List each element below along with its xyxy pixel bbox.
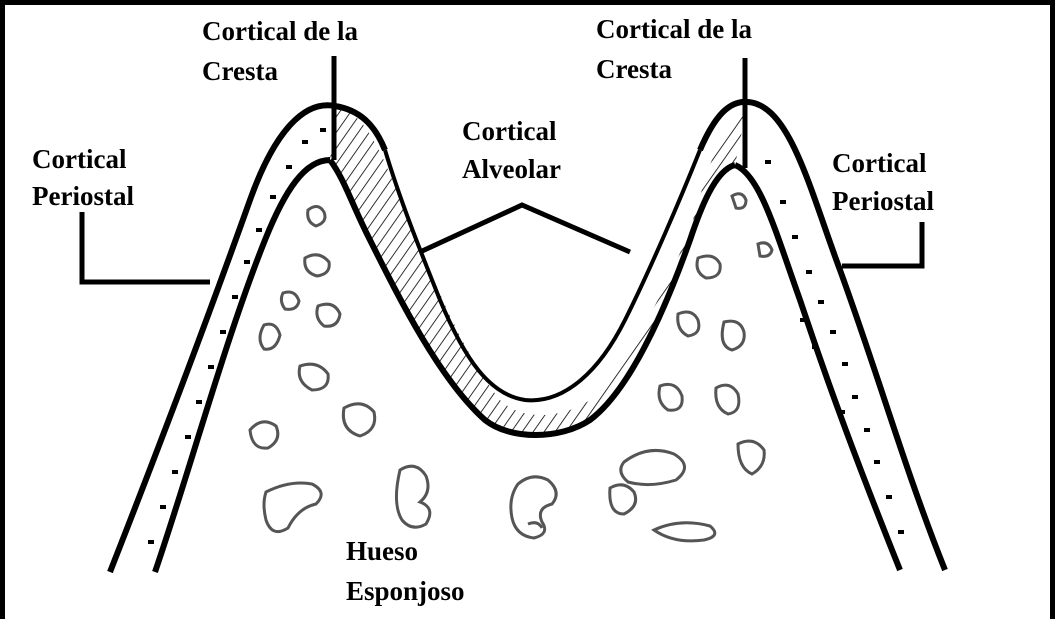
label-spongy-line1: Hueso: [346, 536, 418, 566]
label-periosteal-right-line2: Periostal: [832, 186, 934, 216]
crest-markers: [334, 56, 745, 168]
label-alveolar-line1: Cortical: [462, 116, 557, 146]
label-crest-right-line1: Cortical de la: [596, 14, 752, 44]
leader-periosteal-left: [82, 212, 210, 282]
alveolar-cortex: [330, 102, 748, 435]
leader-alveolar: [420, 205, 630, 252]
label-crest-left-line1: Cortical de la: [202, 16, 358, 46]
labels: Cortical de la Cresta Cortical de la Cre…: [32, 14, 934, 606]
label-periosteal-right-line1: Cortical: [832, 148, 927, 178]
label-periosteal-left-line1: Cortical: [32, 144, 127, 174]
spongy-bone-trabeculae: [250, 194, 772, 541]
label-crest-right-line2: Cresta: [596, 54, 672, 84]
label-spongy-line2: Esponjoso: [346, 576, 465, 606]
label-alveolar-line2: Alveolar: [462, 154, 561, 184]
label-crest-left-line2: Cresta: [202, 56, 278, 86]
leader-periosteal-right: [842, 222, 922, 266]
label-periosteal-left-line2: Periostal: [32, 181, 134, 211]
leader-lines: [82, 205, 922, 282]
